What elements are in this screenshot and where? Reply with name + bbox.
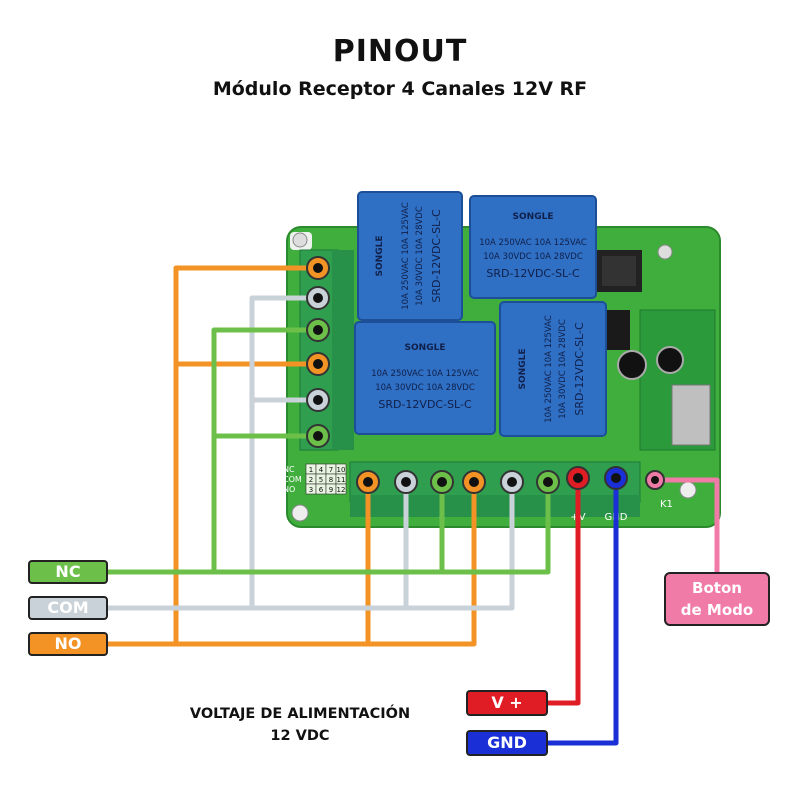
no-wire-left-top bbox=[173, 265, 318, 644]
com-wire-left-top bbox=[249, 295, 318, 608]
page-title: PINOUT bbox=[332, 34, 468, 69]
relay-text: 10A 30VDC 10A 28VDC bbox=[483, 252, 583, 262]
rf-module bbox=[596, 250, 716, 451]
bottom-terminal-block bbox=[349, 461, 641, 517]
legend-number: 10 bbox=[337, 466, 346, 474]
terminal-screw bbox=[306, 318, 330, 342]
terminal-screws bbox=[306, 256, 628, 494]
relay-text: 10A 250VAC 10A 125VAC bbox=[371, 369, 479, 379]
nc-wire-1 bbox=[108, 482, 551, 575]
relay-text: SONGLE bbox=[518, 349, 528, 390]
relay-text: 10A 250VAC 10A 125VAC bbox=[401, 202, 411, 310]
terminal-screw bbox=[604, 466, 628, 490]
terminal-screw bbox=[306, 388, 330, 412]
com-wire-2 bbox=[108, 482, 515, 611]
legend-row-label: NC bbox=[283, 465, 295, 474]
supply-voltage-line1: VOLTAJE DE ALIMENTACIÓN bbox=[189, 706, 411, 722]
left-terminal-block bbox=[299, 249, 354, 451]
mode-button-label: Boton de Modo bbox=[664, 572, 770, 626]
relay-text: 10A 30VDC 10A 28VDC bbox=[375, 383, 475, 393]
no-wire-3 bbox=[108, 482, 477, 647]
terminal-screw bbox=[566, 466, 590, 490]
relays: SONGLE 10A 250VAC 10A 125VAC 10A 30VDC 10A… bbox=[354, 191, 607, 437]
mode-button-wire bbox=[655, 477, 720, 572]
legend-number: 2 bbox=[309, 476, 313, 484]
com-label: COM bbox=[28, 596, 108, 620]
relay-text: 10A 30VDC 10A 28VDC bbox=[415, 206, 425, 306]
legend-number: 5 bbox=[319, 476, 323, 484]
relay-3: SONGLE 10A 250VAC 10A 125VAC 10A 30VDC 10A… bbox=[354, 321, 496, 435]
terminal-screw bbox=[306, 256, 330, 280]
legend-number: 9 bbox=[329, 486, 333, 494]
terminal-screw bbox=[536, 470, 560, 494]
relay-text: SRD-12VDC-SL-C bbox=[430, 209, 443, 303]
legend-row-label: COM bbox=[283, 475, 302, 484]
supply-voltage-line2: 12 VDC bbox=[270, 728, 330, 744]
terminal-screw bbox=[356, 470, 380, 494]
relay-4: SONGLE 10A 250VAC 10A 125VAC 10A 30VDC 10A… bbox=[499, 301, 607, 437]
page-subtitle: Módulo Receptor 4 Canales 12V RF bbox=[212, 78, 588, 100]
no-label: NO bbox=[28, 632, 108, 656]
relay-2: SONGLE 10A 250VAC 10A 125VAC 10A 30VDC 10A… bbox=[469, 195, 597, 299]
terminal-screw bbox=[394, 470, 418, 494]
relay-1: SONGLE 10A 250VAC 10A 125VAC 10A 30VDC 10A… bbox=[357, 191, 463, 321]
supply-voltage-label: VOLTAJE DE ALIMENTACIÓN 12 VDC bbox=[150, 703, 450, 747]
relay-text: 10A 250VAC 10A 125VAC bbox=[479, 238, 587, 248]
relay-text: SRD-12VDC-SL-C bbox=[486, 267, 580, 280]
mode-button-pin bbox=[645, 470, 665, 490]
legend-number: 7 bbox=[329, 466, 333, 474]
relay-text: SONGLE bbox=[513, 212, 554, 222]
relay-text: SONGLE bbox=[375, 236, 385, 277]
legend-row-label: NO bbox=[283, 485, 295, 494]
terminal-screw bbox=[306, 424, 330, 448]
terminal-screw bbox=[462, 470, 486, 494]
legend-number: 3 bbox=[309, 486, 313, 494]
vplus-label: V + bbox=[466, 690, 548, 716]
gnd-label: GND bbox=[466, 730, 548, 756]
terminal-screw bbox=[430, 470, 454, 494]
relay-text: 10A 30VDC 10A 28VDC bbox=[558, 319, 568, 419]
relay-text: SRD-12VDC-SL-C bbox=[573, 322, 586, 416]
terminal-screw bbox=[500, 470, 524, 494]
legend-number: 8 bbox=[329, 476, 333, 484]
legend-number: 4 bbox=[319, 466, 324, 474]
legend-number: 6 bbox=[319, 486, 324, 494]
relay-text: SRD-12VDC-SL-C bbox=[378, 398, 472, 411]
gnd-wire bbox=[548, 480, 619, 746]
relay-text: SONGLE bbox=[405, 343, 446, 353]
legend-number: 1 bbox=[309, 466, 313, 474]
terminal-screw bbox=[306, 352, 330, 376]
wires bbox=[108, 265, 720, 746]
k1-label: K1 bbox=[660, 499, 673, 510]
vplus-wire bbox=[548, 480, 581, 706]
nc-label: NC bbox=[28, 560, 108, 584]
terminal-screw bbox=[306, 286, 330, 310]
legend-number: 11 bbox=[337, 476, 346, 484]
legend-number: 12 bbox=[337, 486, 346, 494]
nc-wire-left-top bbox=[211, 327, 318, 572]
relay-text: 10A 250VAC 10A 125VAC bbox=[544, 315, 554, 423]
